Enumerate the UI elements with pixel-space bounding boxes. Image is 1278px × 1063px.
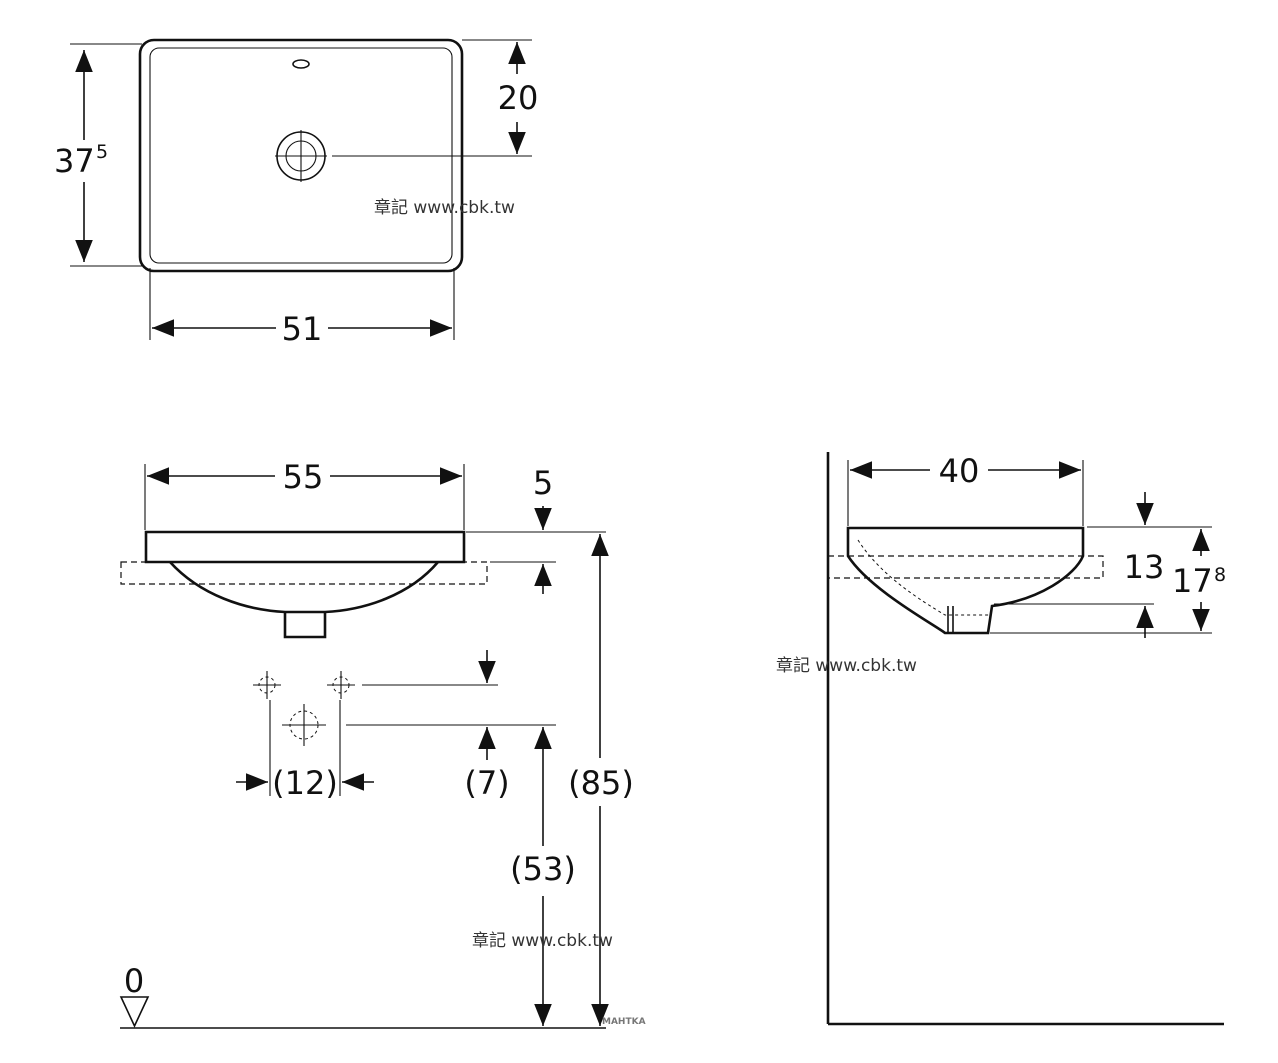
side-view: 40 13 17 8 章記 www.cbk.tw: [776, 452, 1226, 1026]
countertop-outline: [120, 561, 488, 585]
overflow-hole: [292, 59, 310, 69]
width-label: 55: [283, 458, 324, 496]
top-view: 37 5 51 20 章記 www.cbk.tw: [54, 38, 539, 348]
height-label-sup: 5: [96, 141, 108, 163]
waste-outlet: [947, 606, 954, 633]
tap-spacing-label: (12): [272, 764, 338, 802]
floor-level-label: 0: [124, 962, 144, 1000]
countertop-outline: [827, 555, 1104, 579]
total-depth-label-sup: 8: [1214, 564, 1226, 586]
watermark-small: MAHTKA: [602, 1017, 646, 1027]
drain-icon: [275, 130, 327, 182]
basin-bowl: [169, 561, 439, 614]
basin-rim: [144, 530, 466, 564]
watermark-bottom: 章記 www.cbk.tw: [472, 931, 613, 951]
front-view: 55 5 (12): [119, 458, 646, 1029]
watermark-top: 章記 www.cbk.tw: [374, 198, 515, 218]
tap-hole-right-icon: [327, 671, 355, 699]
total-height-label: (85): [568, 764, 634, 802]
tap-hole-left-icon: [253, 671, 281, 699]
bowl-depth-label: 13: [1124, 548, 1165, 586]
tap-offset-label: (7): [464, 764, 509, 802]
depth-label: 40: [939, 452, 980, 490]
tap-height-label: (53): [510, 850, 576, 888]
tap-drain-label: 20: [498, 79, 539, 117]
floor-level-icon: [119, 996, 150, 1028]
tap-hole-center-icon: [282, 704, 326, 746]
total-depth-label: 17: [1172, 562, 1213, 600]
basin-waste-outlet: [283, 612, 327, 639]
basin-profile: [846, 526, 1085, 635]
width-label: 51: [282, 310, 323, 348]
height-label: 37: [54, 142, 95, 180]
basin-inner-profile: [857, 539, 990, 616]
rim-label: 5: [533, 464, 553, 502]
watermark-side: 章記 www.cbk.tw: [776, 656, 917, 676]
